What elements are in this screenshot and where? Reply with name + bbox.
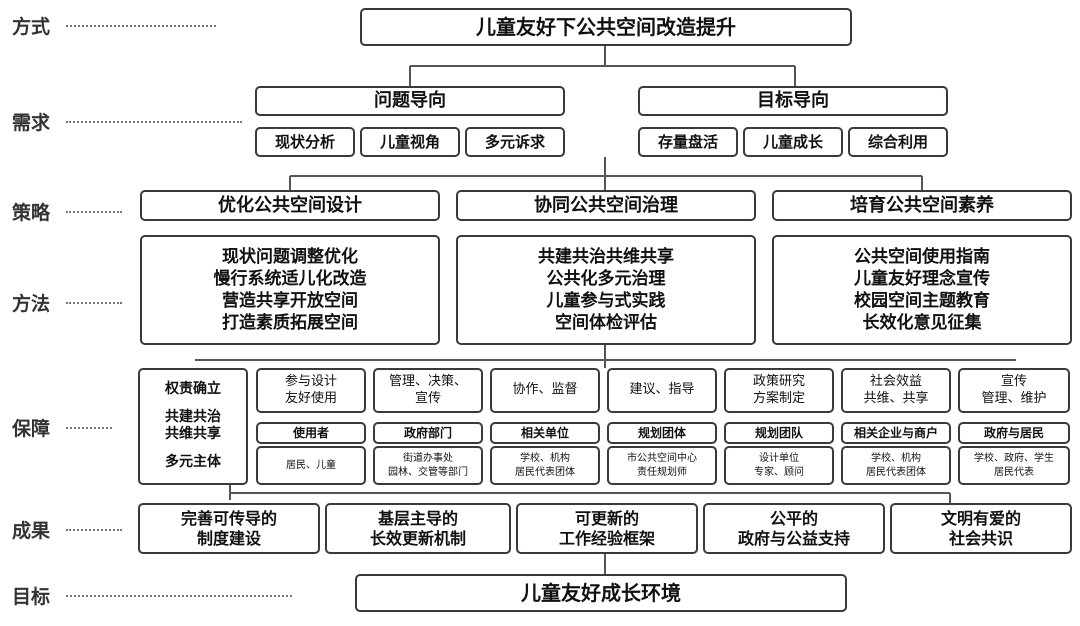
method-line: 营造共享开放空间 — [222, 291, 358, 311]
method-box-governance: 共建共治共维共享 公共化多元治理 儿童参与式实践 空间体检评估 — [456, 235, 756, 345]
row-label-method-type: 方式 — [12, 16, 51, 38]
strategy-governance: 协同公共空间治理 — [456, 190, 756, 221]
method-line: 公共空间使用指南 — [854, 246, 990, 267]
actor-title: 规划团队 — [724, 422, 834, 444]
role-box: 协作、监督 — [490, 368, 600, 413]
method-line: 共建共治共维共享 — [538, 246, 674, 267]
strategy-design: 优化公共空间设计 — [140, 190, 440, 221]
need-problem-oriented: 问题导向 — [255, 86, 565, 116]
role-box: 参与设计友好使用 — [256, 368, 366, 413]
result-box: 公平的政府与公益支持 — [703, 503, 885, 554]
guarantee-principles: 权责确立 共建共治 共维共享 多元主体 — [138, 368, 248, 485]
row-label-approach: 方法 — [12, 293, 51, 315]
actor-title: 相关企业与商户 — [841, 422, 951, 444]
method-line: 慢行系统适儿化改造 — [213, 268, 367, 289]
role-box: 建议、指导 — [607, 368, 717, 413]
method-line: 打造素质拓展空间 — [222, 313, 358, 334]
dotted-leader — [66, 211, 122, 213]
actor-title: 规划团体 — [607, 422, 717, 444]
actor-detail: 学校、机构居民代表团体 — [841, 446, 951, 485]
result-box: 文明有爱的社会共识 — [890, 503, 1072, 554]
row-label-strategy: 策略 — [12, 202, 51, 224]
method-line: 儿童友好理念宣传 — [854, 268, 990, 289]
dotted-leader — [66, 427, 112, 429]
dotted-leader — [66, 595, 292, 597]
need-item: 儿童视角 — [360, 127, 460, 157]
method-line: 长效化意见征集 — [862, 313, 982, 334]
dotted-leader — [66, 302, 122, 304]
method-box-literacy: 公共空间使用指南 儿童友好理念宣传 校园空间主题教育 长效化意见征集 — [772, 235, 1072, 345]
role-box: 社会效益共维、共享 — [841, 368, 951, 413]
role-box: 管理、决策、宣传 — [373, 368, 483, 413]
need-item: 多元诉求 — [465, 127, 565, 157]
method-line: 公共化多元治理 — [546, 268, 666, 289]
guarantee-principle: 权责确立 — [165, 381, 221, 398]
method-line: 现状问题调整优化 — [222, 246, 358, 267]
role-box: 政策研究方案制定 — [724, 368, 834, 413]
dotted-leader — [66, 25, 216, 27]
row-label-result: 成果 — [12, 520, 51, 542]
actor-title: 政府部门 — [373, 422, 483, 444]
guarantee-principle: 多元主体 — [165, 454, 221, 471]
actor-detail: 学校、政府、学生居民代表 — [958, 446, 1070, 485]
need-goal-oriented: 目标导向 — [638, 86, 948, 116]
actor-title: 使用者 — [256, 422, 366, 444]
row-label-guarantee: 保障 — [12, 418, 51, 440]
strategy-literacy: 培育公共空间素养 — [772, 190, 1072, 221]
role-box: 宣传管理、维护 — [958, 368, 1070, 413]
need-item: 综合利用 — [848, 127, 948, 157]
result-box: 完善可传导的制度建设 — [138, 503, 320, 554]
need-item: 儿童成长 — [743, 127, 843, 157]
result-box: 可更新的工作经验框架 — [516, 503, 698, 554]
method-line: 空间体检评估 — [555, 313, 657, 334]
goal-box: 儿童友好成长环境 — [355, 574, 847, 612]
need-item: 现状分析 — [255, 127, 355, 157]
guarantee-principle: 共建共治 共维共享 — [165, 409, 221, 443]
row-label-demand: 需求 — [12, 112, 51, 134]
actor-detail: 居民、儿童 — [256, 446, 366, 485]
actor-detail: 学校、机构居民代表团体 — [490, 446, 600, 485]
method-line: 校园空间主题教育 — [854, 291, 990, 311]
dotted-leader — [66, 529, 122, 531]
result-box: 基层主导的长效更新机制 — [325, 503, 511, 554]
row-label-goal: 目标 — [12, 586, 51, 608]
need-item: 存量盘活 — [638, 127, 738, 157]
top-box: 儿童友好下公共空间改造提升 — [360, 8, 852, 46]
actor-title: 政府与居民 — [958, 422, 1070, 444]
method-line: 儿童参与式实践 — [546, 291, 666, 311]
method-box-design: 现状问题调整优化 慢行系统适儿化改造 营造共享开放空间 打造素质拓展空间 — [140, 235, 440, 345]
actor-detail: 市公共空间中心责任规划师 — [607, 446, 717, 485]
dotted-leader — [66, 121, 242, 123]
actor-detail: 街道办事处园林、交管等部门 — [373, 446, 483, 485]
actor-detail: 设计单位专家、顾问 — [724, 446, 834, 485]
actor-title: 相关单位 — [490, 422, 600, 444]
